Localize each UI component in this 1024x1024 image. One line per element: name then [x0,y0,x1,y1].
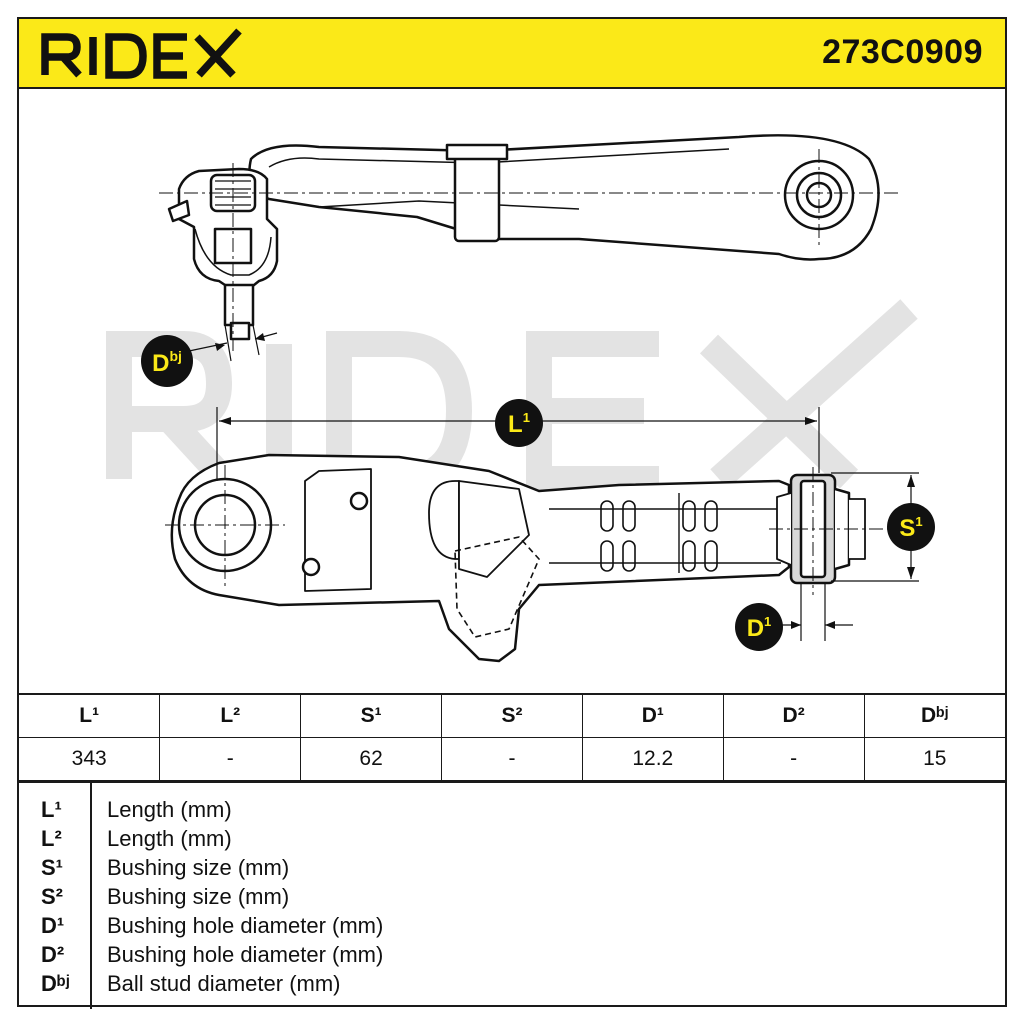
legend-description: Bushing size (mm) [107,884,290,909]
header-bar: 273C0909 [19,19,1005,89]
spec-header: Dᵇʲ [863,693,1005,738]
legend-row: L² Length (mm) [19,824,1005,853]
legend-description: Bushing size (mm) [107,855,290,880]
legend-code: S² [41,884,63,909]
spec-value: 62 [300,737,443,781]
arm-top-view [167,134,880,341]
legend-code: L² [41,826,62,851]
ridex-logo [41,28,242,79]
spec-header: S² [441,693,583,738]
legend-description: Length (mm) [107,797,232,822]
legend-code: Dᵇʲ [41,971,70,996]
spec-header-row: L¹ L² S¹ S² D¹ D² Dᵇʲ [19,693,1005,738]
spec-value: - [159,737,302,781]
spec-value: - [722,737,865,781]
spec-header: D¹ [581,693,724,738]
spec-table: L¹ L² S¹ S² D¹ D² Dᵇʲ 343 - 62 - 12.2 - … [19,693,1005,781]
legend-description: Length (mm) [107,826,232,851]
callout-s1: S1 [887,503,935,551]
legend-row: L¹ Length (mm) [19,795,1005,824]
legend-code: L¹ [41,797,62,822]
legend-row: D² Bushing hole diameter (mm) [19,940,1005,969]
legend-divider [90,783,92,1009]
spec-header: D² [722,693,865,738]
legend-code: D¹ [41,913,65,938]
callout-l1: L1 [495,399,543,447]
spec-value: 343 [19,737,161,781]
arm-bottom-view [170,453,866,663]
legend-row: Dᵇʲ Ball stud diameter (mm) [19,969,1005,998]
legend-row: S² Bushing size (mm) [19,882,1005,911]
spec-value: 12.2 [581,737,724,781]
legend-code: D² [41,942,65,967]
spec-header: L² [159,693,302,738]
legend: L¹ Length (mm) L² Length (mm) S¹ Bushing… [19,781,1005,1009]
callout-d1: D1 [735,603,783,651]
technical-drawing: Dbj L1 S1 D1 [106,134,935,663]
legend-description: Bushing hole diameter (mm) [107,913,384,938]
legend-description: Bushing hole diameter (mm) [107,942,384,967]
legend-description: Ball stud diameter (mm) [107,971,341,996]
datasheet-frame: 273C0909 [17,17,1007,1009]
spec-header: L¹ [19,693,161,738]
spec-value: 15 [863,737,1005,781]
spec-value: - [441,737,583,781]
legend-row: D¹ Bushing hole diameter (mm) [19,911,1005,940]
spec-value-row: 343 - 62 - 12.2 - 15 [19,737,1005,781]
legend-code: S¹ [41,855,63,880]
legend-row: S¹ Bushing size (mm) [19,853,1005,882]
callout-dbj: Dbj [141,335,193,387]
part-number: 273C0909 [822,33,983,71]
spec-header: S¹ [300,693,443,738]
